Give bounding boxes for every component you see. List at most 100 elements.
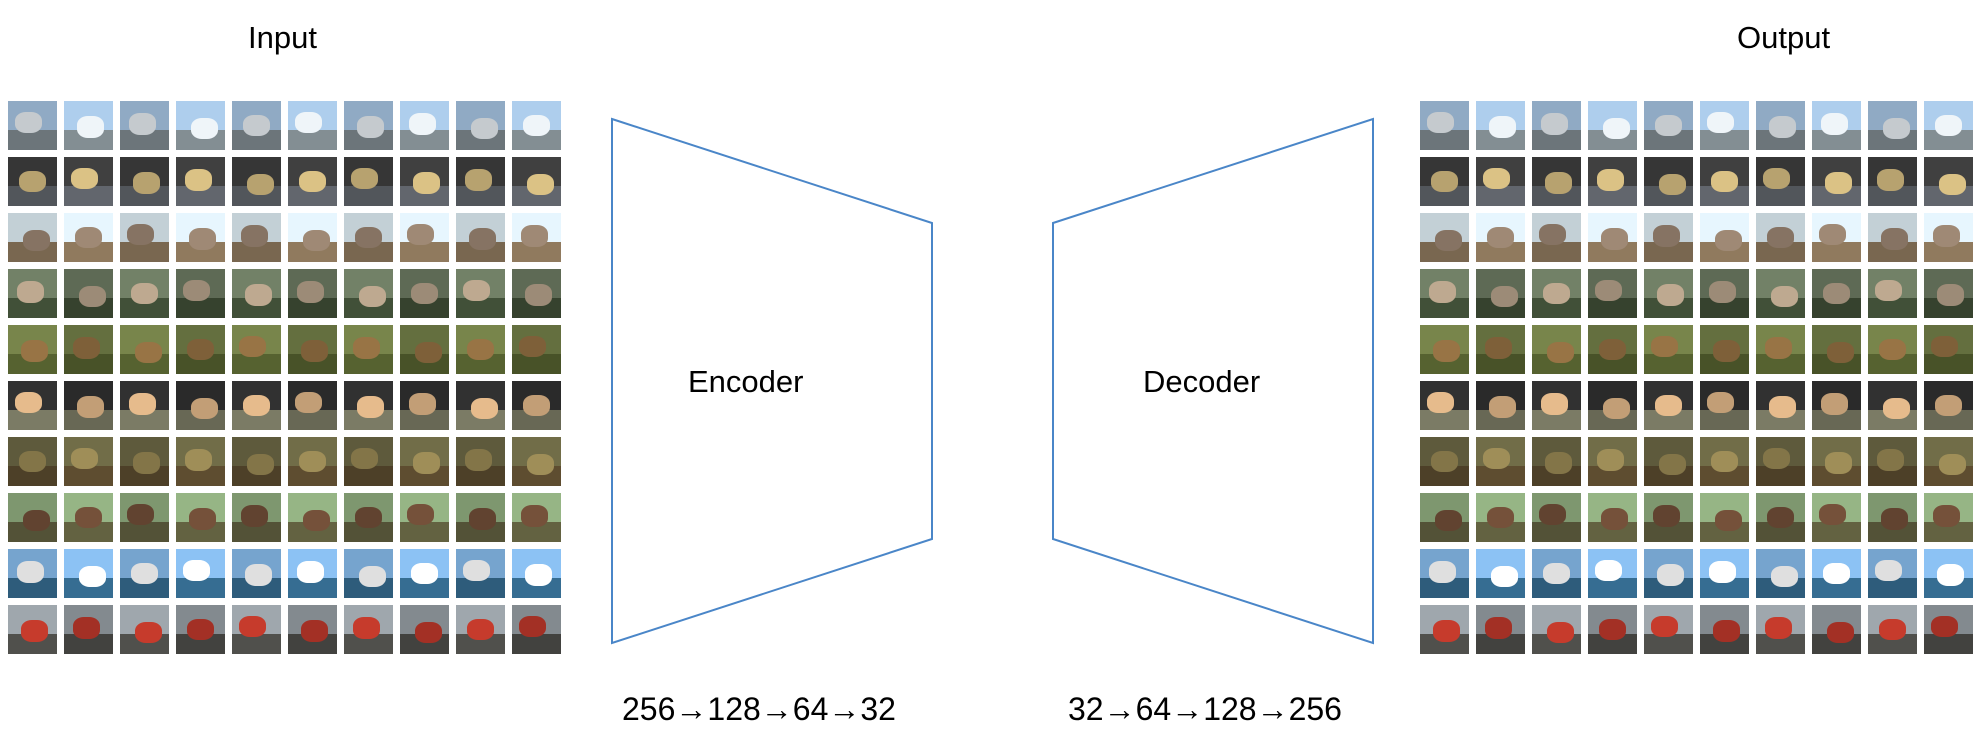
- input-image-thumbnail: [400, 381, 449, 430]
- output-image-thumbnail: [1756, 213, 1805, 262]
- input-image-thumbnail: [64, 437, 113, 486]
- output-image-thumbnail: [1420, 549, 1469, 598]
- input-image-thumbnail: [120, 493, 169, 542]
- output-image-thumbnail: [1756, 437, 1805, 486]
- output-image-thumbnail: [1924, 101, 1973, 150]
- output-image-thumbnail: [1532, 549, 1581, 598]
- input-image-thumbnail: [8, 605, 57, 654]
- input-image-thumbnail: [120, 437, 169, 486]
- output-image-thumbnail: [1588, 381, 1637, 430]
- encoder-label: Encoder: [688, 364, 804, 399]
- input-image-thumbnail: [176, 213, 225, 262]
- input-image-thumbnail: [512, 269, 561, 318]
- input-image-thumbnail: [176, 493, 225, 542]
- output-image-thumbnail: [1700, 605, 1749, 654]
- input-image-thumbnail: [64, 213, 113, 262]
- output-image-thumbnail: [1420, 325, 1469, 374]
- input-image-thumbnail: [120, 549, 169, 598]
- input-image-thumbnail: [400, 213, 449, 262]
- output-image-thumbnail: [1588, 213, 1637, 262]
- input-image-thumbnail: [8, 549, 57, 598]
- input-image-thumbnail: [176, 325, 225, 374]
- input-image-thumbnail: [64, 157, 113, 206]
- output-image-thumbnail: [1476, 549, 1525, 598]
- input-image-thumbnail: [232, 493, 281, 542]
- output-image-thumbnail: [1812, 437, 1861, 486]
- input-image-thumbnail: [344, 605, 393, 654]
- output-image-thumbnail: [1700, 549, 1749, 598]
- output-image-thumbnail: [1420, 493, 1469, 542]
- output-image-thumbnail: [1532, 157, 1581, 206]
- input-image-thumbnail: [456, 325, 505, 374]
- input-image-thumbnail: [288, 381, 337, 430]
- output-image-thumbnail: [1868, 101, 1917, 150]
- input-image-grid: [8, 101, 561, 654]
- output-image-thumbnail: [1476, 157, 1525, 206]
- output-image-thumbnail: [1644, 269, 1693, 318]
- input-image-thumbnail: [120, 101, 169, 150]
- input-image-thumbnail: [512, 157, 561, 206]
- output-image-thumbnail: [1700, 493, 1749, 542]
- input-image-thumbnail: [400, 493, 449, 542]
- output-image-thumbnail: [1812, 269, 1861, 318]
- output-image-thumbnail: [1420, 605, 1469, 654]
- input-image-thumbnail: [8, 381, 57, 430]
- output-image-thumbnail: [1812, 213, 1861, 262]
- input-image-thumbnail: [288, 213, 337, 262]
- encoder-dimensions: 256→128→64→32: [622, 691, 896, 727]
- input-image-thumbnail: [400, 101, 449, 150]
- output-image-thumbnail: [1532, 605, 1581, 654]
- input-image-thumbnail: [344, 269, 393, 318]
- output-image-thumbnail: [1532, 325, 1581, 374]
- input-image-thumbnail: [400, 325, 449, 374]
- output-image-thumbnail: [1644, 213, 1693, 262]
- input-image-thumbnail: [512, 605, 561, 654]
- output-image-thumbnail: [1588, 269, 1637, 318]
- output-image-thumbnail: [1420, 101, 1469, 150]
- input-image-thumbnail: [120, 269, 169, 318]
- input-image-thumbnail: [64, 381, 113, 430]
- output-image-thumbnail: [1588, 157, 1637, 206]
- output-image-thumbnail: [1812, 381, 1861, 430]
- input-image-thumbnail: [176, 605, 225, 654]
- output-image-thumbnail: [1588, 605, 1637, 654]
- input-title: Input: [248, 20, 317, 55]
- output-image-thumbnail: [1532, 101, 1581, 150]
- input-image-thumbnail: [232, 437, 281, 486]
- output-image-thumbnail: [1812, 549, 1861, 598]
- output-image-thumbnail: [1868, 549, 1917, 598]
- output-image-thumbnail: [1868, 157, 1917, 206]
- output-image-thumbnail: [1588, 101, 1637, 150]
- output-image-thumbnail: [1532, 437, 1581, 486]
- output-title: Output: [1737, 20, 1831, 55]
- output-image-thumbnail: [1644, 493, 1693, 542]
- input-image-thumbnail: [456, 269, 505, 318]
- output-image-thumbnail: [1756, 269, 1805, 318]
- output-image-thumbnail: [1924, 549, 1973, 598]
- input-image-thumbnail: [120, 213, 169, 262]
- input-image-thumbnail: [64, 493, 113, 542]
- output-image-thumbnail: [1868, 325, 1917, 374]
- input-image-thumbnail: [176, 101, 225, 150]
- output-image-thumbnail: [1588, 549, 1637, 598]
- output-image-thumbnail: [1924, 493, 1973, 542]
- input-image-thumbnail: [400, 157, 449, 206]
- input-image-thumbnail: [176, 549, 225, 598]
- output-image-thumbnail: [1924, 269, 1973, 318]
- output-image-thumbnail: [1588, 325, 1637, 374]
- input-image-thumbnail: [344, 101, 393, 150]
- output-image-thumbnail: [1644, 157, 1693, 206]
- output-image-thumbnail: [1924, 157, 1973, 206]
- output-image-thumbnail: [1476, 269, 1525, 318]
- output-image-thumbnail: [1700, 381, 1749, 430]
- input-image-thumbnail: [176, 157, 225, 206]
- output-image-thumbnail: [1756, 101, 1805, 150]
- input-image-thumbnail: [344, 549, 393, 598]
- output-image-thumbnail: [1476, 437, 1525, 486]
- input-image-thumbnail: [344, 437, 393, 486]
- input-image-thumbnail: [120, 381, 169, 430]
- input-image-thumbnail: [400, 549, 449, 598]
- input-image-thumbnail: [232, 157, 281, 206]
- input-image-thumbnail: [232, 213, 281, 262]
- output-image-thumbnail: [1756, 605, 1805, 654]
